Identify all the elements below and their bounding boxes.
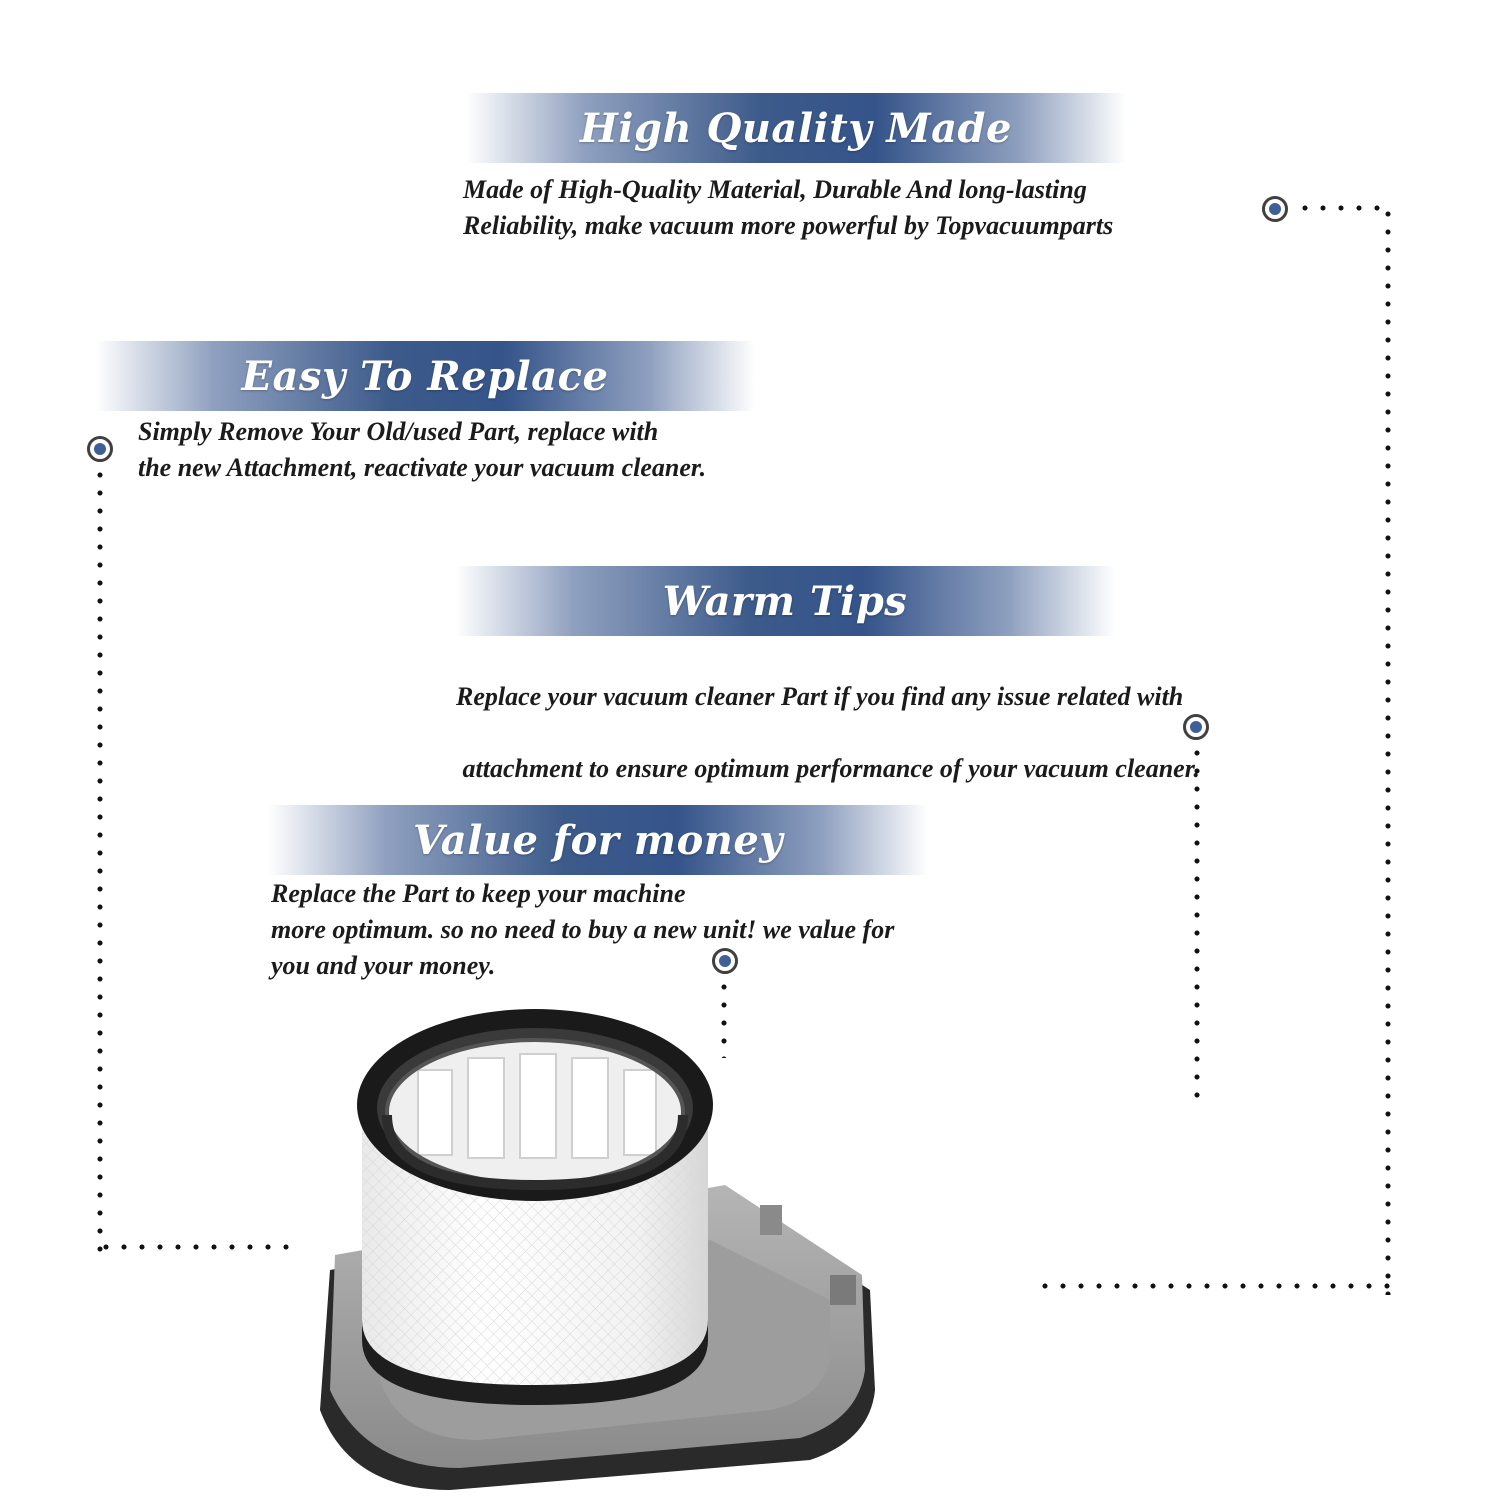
dotted-connector xyxy=(1296,205,1392,211)
desc-line: more optimum. so no need to buy a new un… xyxy=(271,915,895,944)
section-desc-warm-tips: Replace your vacuum cleaner Part if you … xyxy=(443,643,1200,787)
dotted-connector xyxy=(97,466,103,1252)
circle-marker-icon xyxy=(1183,714,1209,740)
dotted-connector xyxy=(1194,744,1200,1110)
circle-marker-icon xyxy=(712,948,738,974)
dotted-connector xyxy=(1036,1283,1392,1289)
section-desc-easy-replace: Simply Remove Your Old/used Part, replac… xyxy=(138,414,706,486)
desc-line: Replace your vacuum cleaner Part if you … xyxy=(456,682,1184,711)
desc-line: Replace the Part to keep your machine xyxy=(271,879,686,908)
desc-line: Reliability, make vacuum more powerful b… xyxy=(463,211,1114,240)
desc-line: the new Attachment, reactivate your vacu… xyxy=(138,453,707,482)
circle-marker-icon xyxy=(1262,196,1288,222)
circle-marker-icon xyxy=(87,436,113,462)
banner-warm-tips: Warm Tips xyxy=(455,566,1115,636)
vacuum-filter-image xyxy=(320,1009,875,1490)
section-title-warm-tips: Warm Tips xyxy=(662,577,908,625)
dotted-connector xyxy=(721,978,727,1058)
section-desc-high-quality: Made of High-Quality Material, Durable A… xyxy=(463,172,1113,244)
desc-line: Simply Remove Your Old/used Part, replac… xyxy=(138,417,659,446)
desc-line: attachment to ensure optimum performance… xyxy=(456,754,1200,783)
desc-line: Made of High-Quality Material, Durable A… xyxy=(463,175,1087,204)
banner-high-quality: High Quality Made xyxy=(466,93,1126,163)
banner-easy-replace: Easy To Replace xyxy=(95,341,755,411)
section-desc-value-money: Replace the Part to keep your machine mo… xyxy=(271,876,894,984)
desc-line: you and your money. xyxy=(271,951,496,980)
section-title-value-money: Value for money xyxy=(412,816,784,864)
banner-value-money: Value for money xyxy=(268,805,928,875)
section-title-high-quality: High Quality Made xyxy=(580,104,1012,152)
section-title-easy-replace: Easy To Replace xyxy=(241,352,609,400)
dotted-connector xyxy=(1385,205,1391,1295)
dotted-connector xyxy=(97,1244,301,1250)
